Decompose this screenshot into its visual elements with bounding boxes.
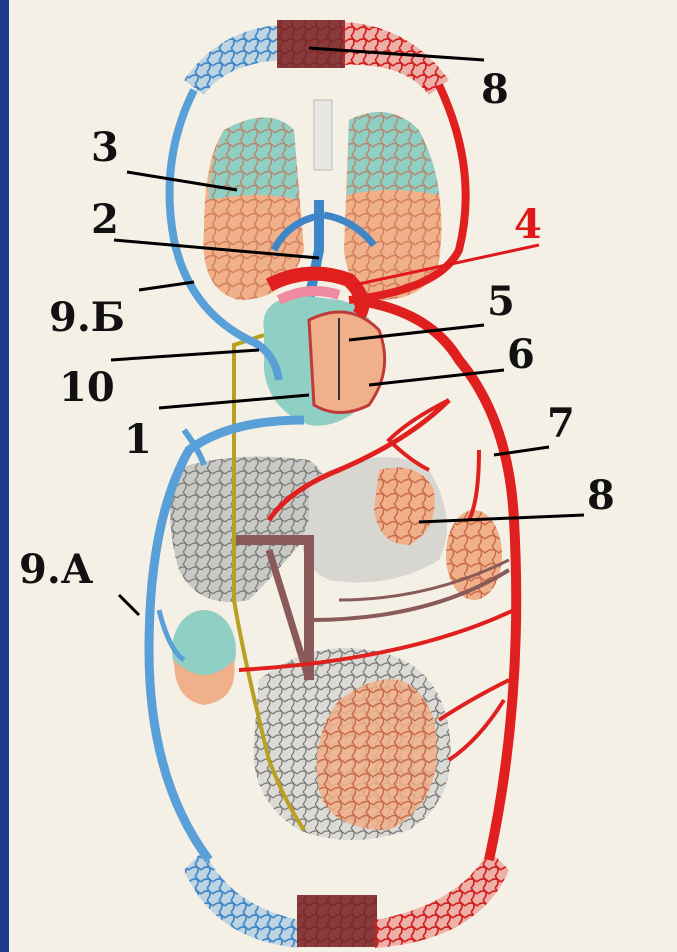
label-2: 2 — [91, 200, 119, 240]
label-9b: 9.Б — [49, 298, 125, 338]
lower-capillary-bed — [184, 850, 509, 948]
label-10: 10 — [59, 368, 115, 408]
label-3: 3 — [91, 128, 119, 168]
label-8-mid: 8 — [587, 476, 615, 516]
intestines — [254, 648, 451, 840]
label-7: 7 — [547, 404, 575, 444]
label-4: 4 — [514, 205, 542, 245]
label-1: 1 — [124, 420, 152, 460]
upper-capillary-bed — [184, 20, 449, 95]
label-8-top: 8 — [481, 70, 509, 110]
diagram-canvas: 8 3 2 4 9.Б 5 10 6 1 7 8 9.А — [9, 0, 677, 952]
label-5: 5 — [487, 282, 515, 322]
label-6: 6 — [507, 335, 535, 375]
label-9a: 9.А — [19, 550, 93, 590]
